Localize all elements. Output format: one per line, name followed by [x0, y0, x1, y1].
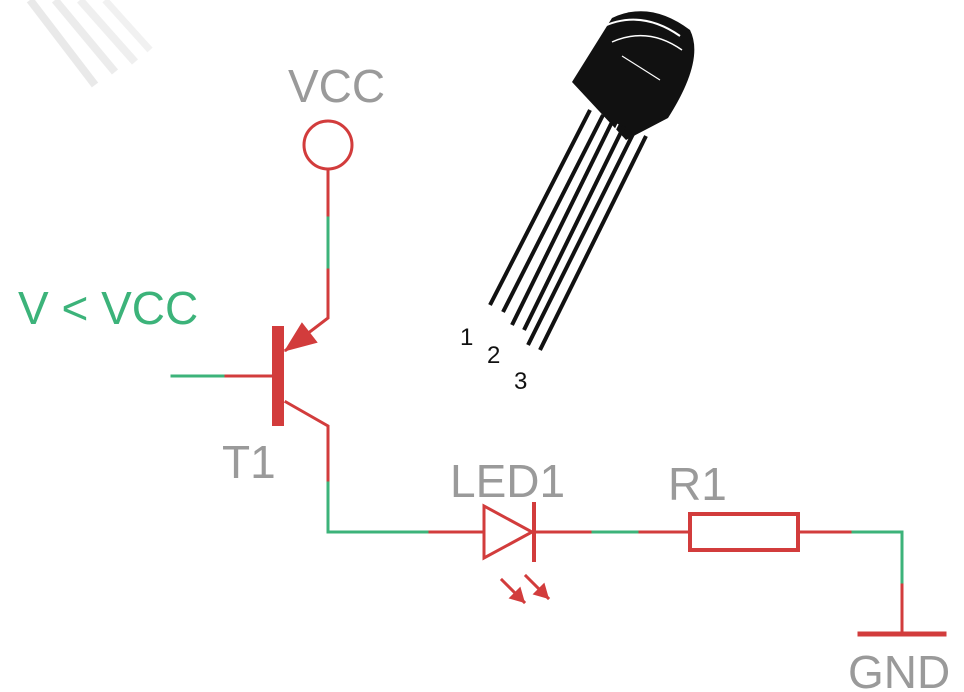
wire-r1-gnd	[848, 530, 904, 587]
transistor-label: T1	[222, 436, 276, 488]
gnd-label: GND	[848, 646, 950, 692]
led-label: LED1	[450, 455, 565, 507]
pin-number-1: 1	[460, 324, 473, 351]
vcc-terminal-circle	[302, 119, 354, 171]
resistor-body	[688, 512, 800, 552]
transistor-arrow	[283, 322, 318, 352]
resistor-label: R1	[668, 458, 727, 510]
to92-package-image: 1 2 3	[460, 11, 695, 395]
wire-emitter-led	[326, 478, 432, 534]
symbols	[224, 119, 947, 637]
pin-number-3: 3	[514, 368, 527, 395]
wires	[170, 213, 904, 587]
input-voltage-label: V < VCC	[18, 282, 198, 334]
vcc-label: VCC	[288, 60, 385, 112]
pin-number-2: 2	[487, 342, 500, 369]
led-triangle	[482, 503, 536, 561]
background-leads	[26, 0, 153, 88]
